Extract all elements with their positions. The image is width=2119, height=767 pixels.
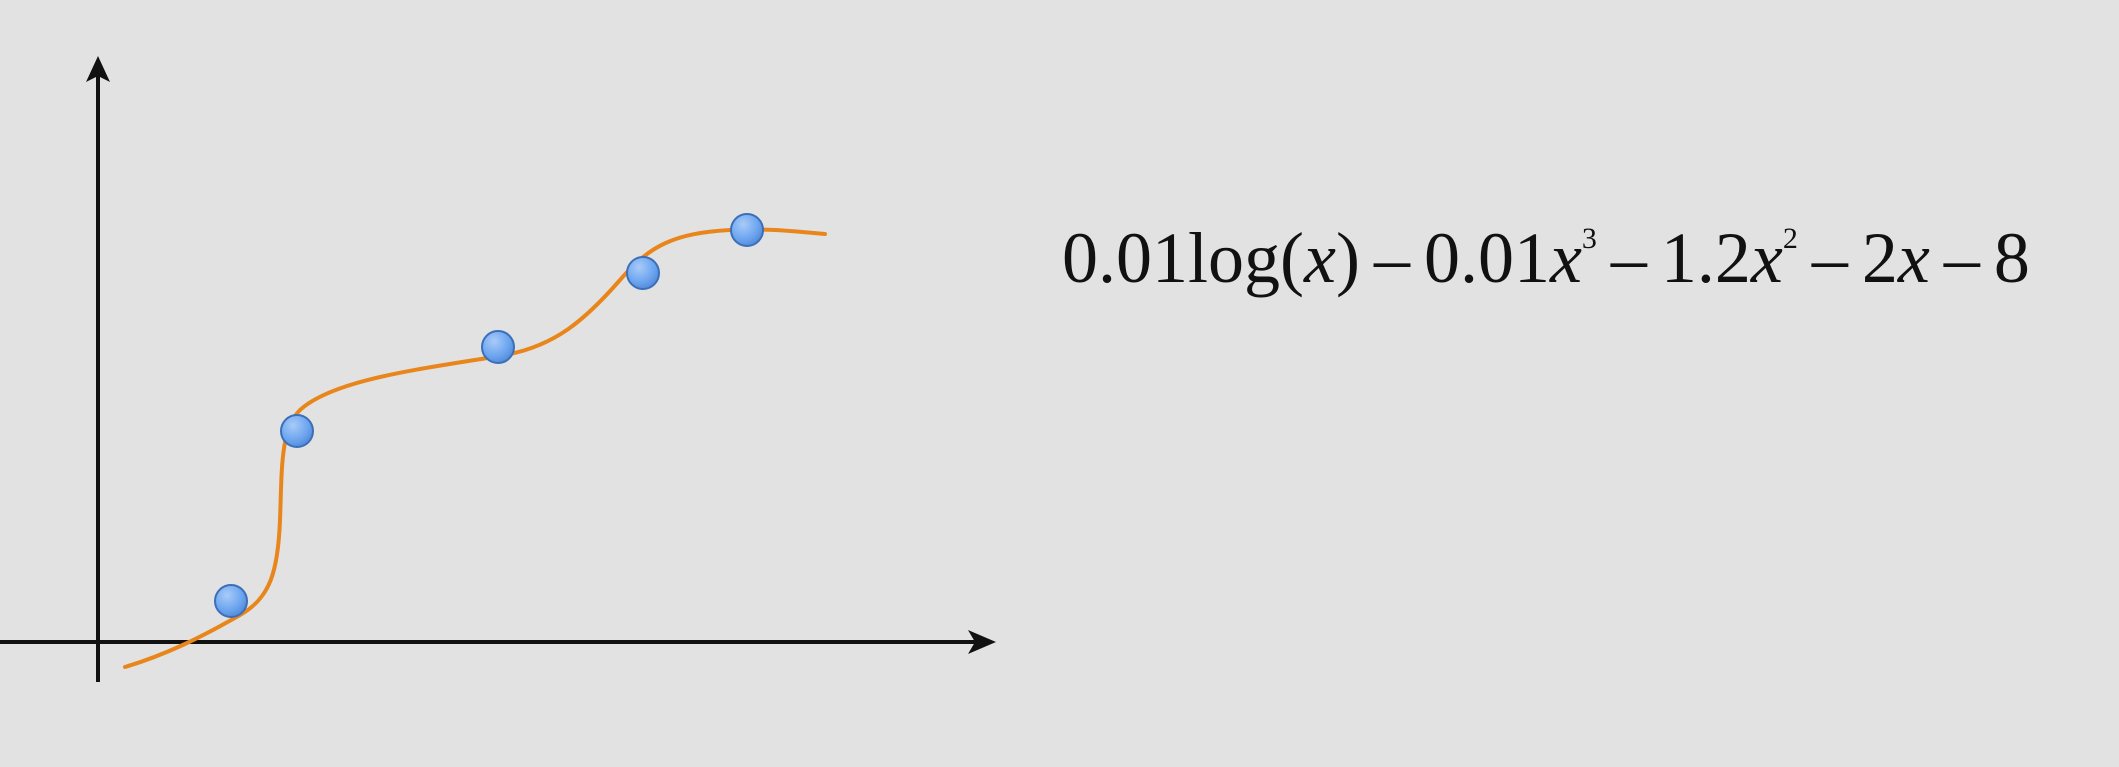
arrowhead-up-icon bbox=[86, 56, 110, 82]
data-point bbox=[214, 584, 248, 618]
fitted-curve bbox=[123, 227, 827, 669]
data-point bbox=[280, 414, 314, 448]
formula-constant: 8 bbox=[1993, 218, 2030, 298]
formula-coefficient: 0.01 bbox=[1423, 218, 1550, 298]
formula-paren: ( bbox=[1280, 218, 1304, 298]
curve-fit-plot bbox=[0, 56, 996, 682]
formula-minus: – bbox=[1943, 218, 1980, 298]
fit-formula: 0.01log(x)–0.01x3–1.2x2–2x–8 bbox=[1062, 222, 2030, 294]
formula-exponent: 2 bbox=[1782, 222, 1798, 255]
formula-log-function: log bbox=[1188, 218, 1281, 298]
formula-coefficient: 2 bbox=[1861, 218, 1898, 298]
data-point bbox=[730, 213, 764, 247]
formula-variable: x bbox=[1897, 218, 1930, 298]
formula-minus: – bbox=[1811, 218, 1848, 298]
formula-variable: x bbox=[1549, 218, 1582, 298]
formula-coefficient: 0.01 bbox=[1062, 218, 1188, 298]
formula-variable: x bbox=[1750, 218, 1783, 298]
formula-paren: ) bbox=[1335, 218, 1360, 298]
data-point bbox=[626, 256, 660, 290]
data-point bbox=[481, 330, 515, 364]
formula-coefficient: 1.2 bbox=[1660, 218, 1751, 298]
arrowhead-right-icon bbox=[968, 630, 996, 654]
formula-minus: – bbox=[1610, 218, 1647, 298]
formula-exponent: 3 bbox=[1581, 222, 1597, 255]
formula-minus: – bbox=[1373, 218, 1410, 298]
formula-variable: x bbox=[1304, 218, 1336, 298]
